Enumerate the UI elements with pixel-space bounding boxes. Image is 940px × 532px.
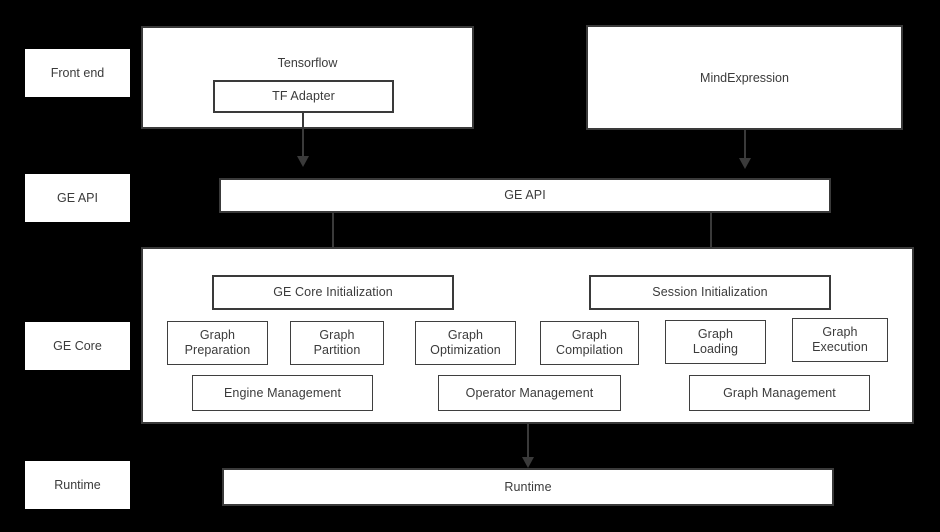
graph-compilation-box[interactable]: Graph Compilation xyxy=(540,321,639,365)
rail-label-front-end: Front end xyxy=(25,49,130,97)
connector-ge-api-to-ge-core-init xyxy=(332,213,334,264)
ge-api-bar[interactable]: GE API xyxy=(219,178,831,213)
connector-ge-core-to-runtime xyxy=(527,424,529,457)
mindexpression-panel-title: MindExpression xyxy=(700,71,789,85)
connector-mindexpression-to-ge-api xyxy=(744,130,746,158)
graph-optimization-box[interactable]: Graph Optimization xyxy=(415,321,516,365)
arrowhead-ge-core-to-runtime xyxy=(522,457,534,468)
graph-execution-box[interactable]: Graph Execution xyxy=(792,318,888,362)
engine-management-box[interactable]: Engine Management xyxy=(192,375,373,411)
rail-label-ge-api: GE API xyxy=(25,174,130,222)
operator-management-box[interactable]: Operator Management xyxy=(438,375,621,411)
session-initialization-box[interactable]: Session Initialization xyxy=(589,275,831,310)
arrowhead-mindexpression-to-ge-api xyxy=(739,158,751,169)
arrowhead-tf-adapter-to-ge-api xyxy=(297,156,309,167)
tf-adapter-box[interactable]: TF Adapter xyxy=(213,80,394,113)
graph-partition-box[interactable]: Graph Partition xyxy=(290,321,384,365)
graph-loading-box[interactable]: Graph Loading xyxy=(665,320,766,364)
rail-label-runtime: Runtime xyxy=(25,461,130,509)
connector-tf-adapter-to-ge-api xyxy=(302,113,304,156)
tensorflow-panel-title: Tensorflow xyxy=(277,56,338,70)
rail-label-ge-core: GE Core xyxy=(25,322,130,370)
connector-ge-api-to-session-init xyxy=(710,213,712,264)
mindexpression-panel[interactable] xyxy=(586,25,903,130)
ge-core-initialization-box[interactable]: GE Core Initialization xyxy=(212,275,454,310)
graph-management-box[interactable]: Graph Management xyxy=(689,375,870,411)
runtime-bar[interactable]: Runtime xyxy=(222,468,834,506)
graph-preparation-box[interactable]: Graph Preparation xyxy=(167,321,268,365)
tensorflow-panel[interactable] xyxy=(141,26,474,129)
